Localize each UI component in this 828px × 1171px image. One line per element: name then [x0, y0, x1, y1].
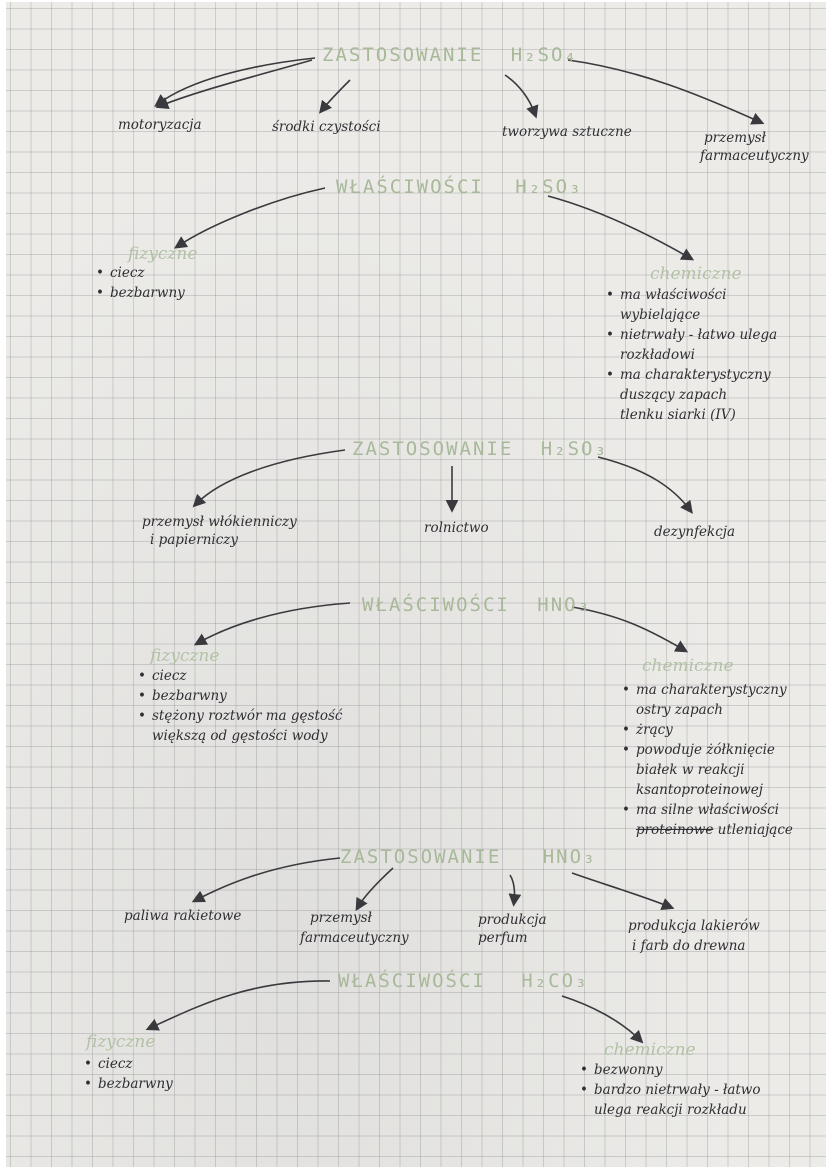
- heading-zastosowanie-h2so3: ZASTOSOWANIE H₂SO₃: [352, 438, 608, 460]
- list-item: powoduje żółknięcie białek w reakcji ksa…: [622, 740, 793, 800]
- list-item: ma silne właściwości proteinowe utleniaj…: [622, 800, 793, 840]
- formula-text: H₂SO₃: [540, 438, 608, 460]
- list-item: ma właściwości wybielające: [606, 285, 777, 325]
- list-item: stężony roztwór ma gęstość większą od gę…: [138, 706, 342, 746]
- branch-motoryzacja: motoryzacja: [118, 117, 202, 133]
- formula-text: H₂CO₃: [521, 970, 589, 992]
- line: ostry zapach: [636, 702, 723, 718]
- formula-text: HNO₃: [537, 594, 592, 616]
- line: powoduje żółknięcie: [636, 742, 775, 758]
- heading-wlasciwosci-hno3: WŁAŚCIWOŚCI HNO₃: [362, 594, 591, 616]
- list-item: ma charakterystyczny duszący zapach tlen…: [606, 365, 777, 425]
- list-fizyczne-h2co3: ciecz bezbarwny: [84, 1054, 173, 1094]
- list-item: bardzo nietrwały - łatwo ulega reakcji r…: [580, 1080, 760, 1120]
- list-item: ciecz: [96, 263, 185, 283]
- branch-papierniczy: i papierniczy: [150, 532, 239, 548]
- list-item: ma charakterystyczny ostry zapach: [622, 680, 793, 720]
- line: wybielające: [620, 307, 701, 323]
- line: ma charakterystyczny: [636, 682, 787, 698]
- line: bardzo nietrwały - łatwo: [594, 1082, 761, 1098]
- branch-produkcja-perfum: produkcja: [478, 912, 547, 928]
- list-item: bezbarwny: [96, 283, 185, 303]
- heading-wlasciwosci-h2so3: WŁAŚCIWOŚCI H₂SO₃: [336, 176, 583, 198]
- branch-przemysl: przemysł: [310, 910, 372, 926]
- branch-dezynfekcja: dezynfekcja: [654, 524, 736, 540]
- line: utleniające: [717, 822, 793, 838]
- list-item: bezwonny: [580, 1060, 760, 1080]
- label-chemiczne: chemiczne: [604, 1040, 696, 1060]
- list-chemiczne-h2co3: bezwonny bardzo nietrwały - łatwo ulega …: [580, 1060, 760, 1120]
- list-fizyczne-h2so3: ciecz bezbarwny: [96, 263, 185, 303]
- list-chemiczne-hno3: ma charakterystyczny ostry zapach żrący …: [622, 680, 793, 840]
- heading-wlasciwosci-h2co3: WŁAŚCIWOŚCI H₂CO₃: [338, 970, 589, 992]
- list-item: bezbarwny: [138, 686, 342, 706]
- heading-text: ZASTOSOWANIE: [322, 44, 484, 66]
- line: rozkładowi: [620, 347, 695, 363]
- heading-text: ZASTOSOWANIE: [340, 846, 502, 868]
- heading-text: ZASTOSOWANIE: [352, 438, 514, 460]
- line: tlenku siarki (IV): [620, 407, 736, 423]
- label-chemiczne: chemiczne: [650, 264, 742, 284]
- branch-przemysl-wlokienniczy: przemysł włókienniczy: [142, 514, 297, 530]
- formula-text: HNO₃: [542, 846, 597, 868]
- heading-zastosowanie-hno3: ZASTOSOWANIE HNO₃: [340, 846, 597, 868]
- branch-produkcja-lakierow: produkcja lakierów: [628, 918, 760, 934]
- line: większą od gęstości wody: [152, 728, 328, 744]
- label-fizyczne: fizyczne: [86, 1032, 156, 1052]
- list-item: ciecz: [138, 666, 342, 686]
- grid-paper: [6, 2, 826, 1167]
- label-fizyczne: fizyczne: [128, 244, 198, 264]
- list-item: nietrwały - łatwo ulega rozkładowi: [606, 325, 777, 365]
- label-chemiczne: chemiczne: [642, 656, 734, 676]
- list-item: ciecz: [84, 1054, 173, 1074]
- list-fizyczne-hno3: ciecz bezbarwny stężony roztwór ma gęsto…: [138, 666, 342, 746]
- line: ma charakterystyczny: [620, 367, 771, 383]
- branch-tworzywa-sztuczne: tworzywa sztuczne: [502, 124, 632, 140]
- branch-farmaceutyczny: farmaceutyczny: [700, 148, 809, 164]
- branch-przemysl: przemysł: [704, 130, 766, 146]
- line: ma właściwości: [620, 287, 727, 303]
- struck-word: proteinowe: [636, 822, 714, 838]
- heading-zastosowanie-h2so4: ZASTOSOWANIE H₂SO₄: [322, 44, 578, 66]
- line: duszący zapach: [620, 387, 728, 403]
- branch-paliwa-rakietowe: paliwa rakietowe: [124, 908, 242, 924]
- line: ma silne właściwości: [636, 802, 779, 818]
- heading-text: WŁAŚCIWOŚCI: [336, 176, 484, 198]
- branch-srodki-czystosci: środki czystości: [272, 119, 381, 135]
- line: nietrwały - łatwo ulega: [620, 327, 778, 343]
- branch-rolnictwo: rolnictwo: [424, 520, 489, 536]
- line: stężony roztwór ma gęstość: [152, 708, 343, 724]
- list-chemiczne-h2so3: ma właściwości wybielające nietrwały - ł…: [606, 285, 777, 425]
- formula-text: H₂SO₃: [515, 176, 583, 198]
- list-item: bezbarwny: [84, 1074, 173, 1094]
- branch-farb-do-drewna: i farb do drewna: [632, 938, 746, 954]
- line: białek w reakcji: [636, 762, 745, 778]
- heading-text: WŁAŚCIWOŚCI: [338, 970, 486, 992]
- branch-farmaceutyczny: farmaceutyczny: [300, 930, 409, 946]
- heading-text: WŁAŚCIWOŚCI: [362, 594, 510, 616]
- formula-text: H₂SO₄: [510, 44, 578, 66]
- line: ulega reakcji rozkładu: [594, 1102, 747, 1118]
- label-fizyczne: fizyczne: [150, 646, 220, 666]
- branch-perfum: perfum: [478, 930, 528, 946]
- line: ksantoproteinowej: [636, 782, 763, 798]
- list-item: żrący: [622, 720, 793, 740]
